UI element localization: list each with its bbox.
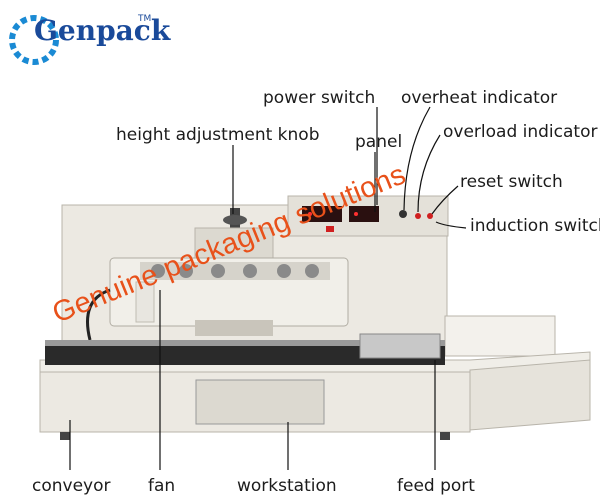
callout-lines xyxy=(69,106,467,470)
machine-body xyxy=(39,195,591,440)
label-fan: fan xyxy=(148,476,176,496)
logo-trademark: TM xyxy=(138,14,152,24)
label-induction-switch: induction switch xyxy=(470,216,600,236)
gear-icon xyxy=(9,15,59,65)
label-overheat-indicator: overheat indicator xyxy=(401,88,558,108)
label-power-switch: power switch xyxy=(263,88,376,108)
label-conveyor: conveyor xyxy=(32,476,111,496)
label-panel: panel xyxy=(355,132,403,152)
label-height-adjustment-knob: height adjustment knob xyxy=(116,125,320,145)
label-feed-port: feed port xyxy=(397,476,475,496)
label-overload-indicator: overload indicator xyxy=(443,122,598,142)
label-workstation: workstation xyxy=(237,476,337,496)
label-reset-switch: reset switch xyxy=(460,172,563,192)
logo-text: Genpack xyxy=(34,14,171,47)
